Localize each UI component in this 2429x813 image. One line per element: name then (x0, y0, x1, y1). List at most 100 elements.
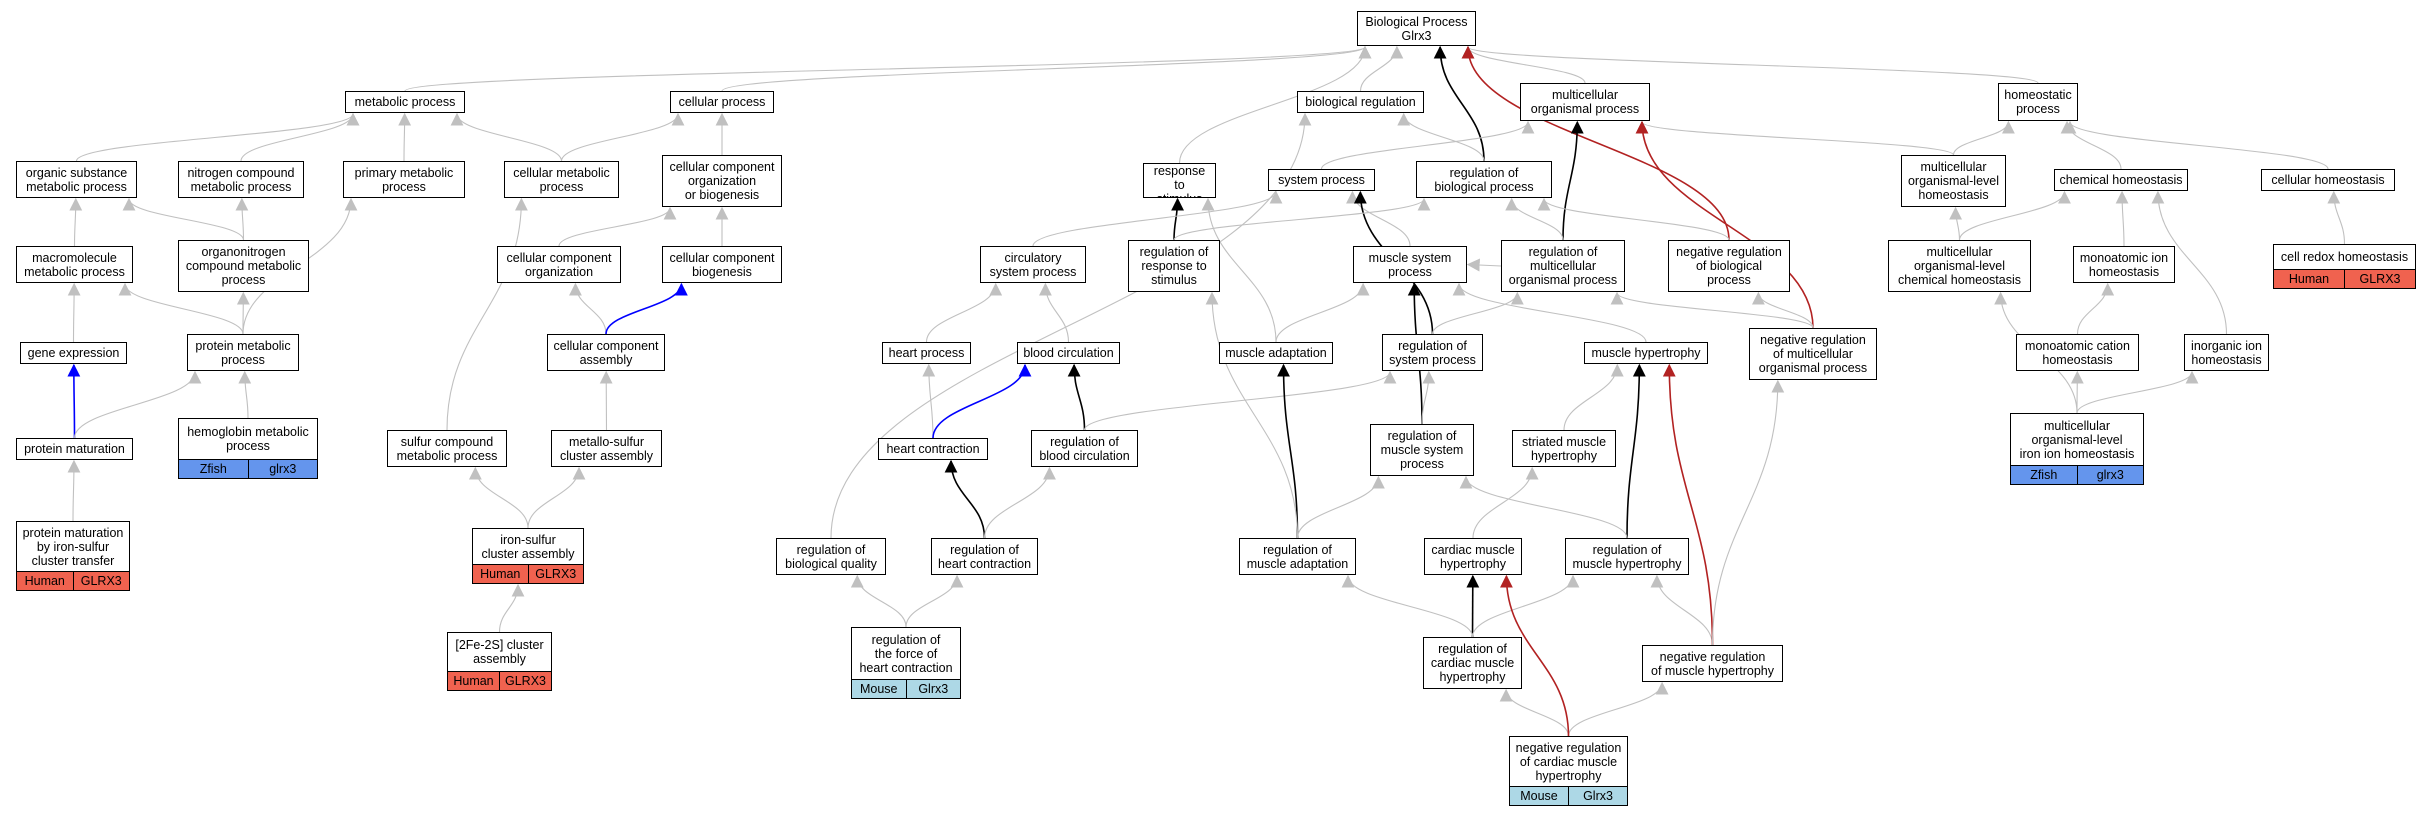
go-term-node-gene-expression[interactable]: gene expression (20, 342, 127, 364)
go-term-node-cellular-metabolic-process[interactable]: cellular metabolic process (504, 161, 619, 198)
go-term-node-macromolecule-metabolic-process[interactable]: macromolecule metabolic process (16, 246, 133, 283)
go-term-node-regulation-of-multicellular-organismal-process[interactable]: regulation of multicellular organismal p… (1501, 240, 1625, 292)
go-term-label: muscle hypertrophy (1591, 346, 1701, 360)
species-tag: Zfish (2011, 466, 2077, 484)
go-term-label: regulation of response to stimulus (1139, 245, 1209, 287)
edge-regforce-to-regbioqual (850, 574, 907, 628)
go-term-node-regulation-of-blood-circulation[interactable]: regulation of blood circulation (1031, 430, 1138, 467)
edge-regbioqual-to-bioreg (830, 112, 1312, 539)
go-term-node-cellular-homeostasis[interactable]: cellular homeostasis (2261, 169, 2395, 191)
go-term-label: primary metabolic process (354, 165, 454, 194)
edge-negregbio-to-regbio (1537, 197, 1730, 241)
go-term-node-chemical-homeostasis[interactable]: chemical homeostasis (2054, 169, 2188, 191)
edge-negregcardiac-to-negregmuscle (1567, 681, 1669, 737)
go-term-label: negative regulation of cardiac muscle hy… (1515, 740, 1622, 783)
go-term-node-multicellular-organismal-level-homeostasis[interactable]: multicellular organismal-level homeostas… (1901, 155, 2006, 207)
edge-heartproc-to-circsys (925, 282, 1003, 343)
edge-chemhomeo-to-homeostatic (2060, 120, 2122, 170)
go-term-node-regulation-of-cardiac-muscle-hypertrophy[interactable]: regulation of cardiac muscle hypertrophy (1423, 637, 1522, 689)
go-term-node-cellular-component-organization[interactable]: cellular component organization (497, 246, 621, 283)
go-term-node-muscle-system-process[interactable]: muscle system process (1353, 246, 1467, 283)
go-term-node-protein-maturation[interactable]: protein maturation (16, 438, 133, 460)
go-term-node-cardiac-muscle-hypertrophy[interactable]: cardiac muscle hypertrophy (1424, 538, 1522, 575)
go-term-node-cellular-process[interactable]: cellular process (670, 91, 774, 113)
go-term-node-muscle-hypertrophy[interactable]: muscle hypertrophy (1584, 342, 1708, 364)
go-term-node-monoatomic-ion-homeostasis[interactable]: monoatomic ion homeostasis (2073, 246, 2175, 283)
go-term-node-protein-maturation-by-iron-sulfur-cluster-transfer[interactable]: protein maturation by iron-sulfur cluste… (16, 521, 130, 591)
go-term-label: biological regulation (1305, 95, 1416, 109)
go-term-node-regulation-of-system-process[interactable]: regulation of system process (1382, 334, 1483, 371)
go-term-node-cellular-component-assembly[interactable]: cellular component assembly (547, 334, 665, 371)
go-term-label: sulfur compound metabolic process (396, 434, 498, 463)
go-term-label: protein maturation (24, 442, 125, 456)
go-term-label: cellular component assembly (553, 338, 659, 367)
edge-protmat-to-protmeta (73, 370, 202, 439)
edge-geneexp-to-macro (67, 282, 81, 343)
edge-regmulti-to-musclesys (1466, 258, 1502, 272)
go-term-node-organic-substance-metabolic-process[interactable]: organic substance metabolic process (16, 161, 137, 198)
go-term-label: muscle adaptation (1225, 346, 1327, 360)
edge-respstim-to-bp (1178, 45, 1372, 164)
go-term-node-inorganic-ion-homeostasis[interactable]: inorganic ion homeostasis (2184, 334, 2269, 371)
gene-tag: GLRX3 (499, 672, 551, 690)
go-term-node-negative-regulation-of-multicellular-organismal-process[interactable]: negative regulation of multicellular org… (1749, 328, 1877, 380)
go-term-label: negative regulation of muscle hypertroph… (1651, 649, 1774, 678)
go-term-node-heart-contraction[interactable]: heart contraction (878, 438, 988, 460)
go-term-node-monoatomic-cation-homeostasis[interactable]: monoatomic cation homeostasis (2016, 334, 2139, 371)
go-term-label: [2Fe-2S] cluster assembly (455, 638, 544, 666)
go-term-node-homeostatic-process[interactable]: homeostatic process (1998, 83, 2078, 121)
go-term-node-negative-regulation-of-biological-process[interactable]: negative regulation of biological proces… (1668, 240, 1790, 292)
edge-regblood-to-regsys (1083, 370, 1397, 431)
go-term-node-regulation-of-biological-process[interactable]: regulation of biological process (1416, 161, 1552, 198)
edge-ccassembly-to-ccorg (568, 282, 607, 335)
go-term-node-negative-regulation-of-cardiac-muscle-hypertrophy[interactable]: negative regulation of cardiac muscle hy… (1509, 736, 1628, 806)
go-term-node-protein-metabolic-process[interactable]: protein metabolic process (187, 334, 299, 371)
go-term-node-regulation-of-biological-quality[interactable]: regulation of biological quality (776, 538, 886, 575)
go-term-label: multicellular organismal-level chemical … (1898, 245, 2021, 287)
go-term-label: regulation of heart contraction (937, 542, 1032, 571)
go-term-node-regulation-of-response-to-stimulus[interactable]: regulation of response to stimulus (1128, 240, 1220, 292)
edge-regbio-to-bioreg (1397, 112, 1485, 162)
edge-striated-to-musclehyper (1563, 363, 1624, 431)
go-term-node-metallo-sulfur-cluster-assembly[interactable]: metallo-sulfur cluster assembly (551, 430, 662, 467)
go-term-node-muscle-adaptation[interactable]: muscle adaptation (1219, 342, 1333, 364)
go-term-label: chemical homeostasis (2059, 173, 2183, 187)
go-term-label: regulation of cardiac muscle hypertrophy (1430, 642, 1515, 684)
go-term-node-negative-regulation-of-muscle-hypertrophy[interactable]: negative regulation of muscle hypertroph… (1642, 645, 1783, 682)
go-term-node-cellular-component-organization-or-biogenesis[interactable]: cellular component organization or bioge… (662, 155, 782, 207)
go-term-node-response-to-stimulus[interactable]: response to stimulus (1143, 163, 1216, 198)
go-term-node-heart-process[interactable]: heart process (882, 342, 971, 364)
go-term-node-biological-regulation[interactable]: biological regulation (1297, 91, 1424, 113)
go-term-node-organonitrogen-compound-metabolic-process[interactable]: organonitrogen compound metabolic proces… (178, 240, 309, 292)
go-term-node-regulation-of-heart-contraction[interactable]: regulation of heart contraction (931, 538, 1038, 575)
go-term-node-nitrogen-compound-metabolic-process[interactable]: nitrogen compound metabolic process (178, 161, 304, 198)
go-term-node-regulation-of-muscle-adaptation[interactable]: regulation of muscle adaptation (1239, 538, 1356, 575)
go-term-node-regulation-of-muscle-hypertrophy[interactable]: regulation of muscle hypertrophy (1565, 538, 1689, 575)
go-term-node-striated-muscle-hypertrophy[interactable]: striated muscle hypertrophy (1512, 430, 1616, 467)
go-term-node-circulatory-system-process[interactable]: circulatory system process (980, 246, 1086, 283)
go-term-node-multicellular-organismal-level-chemical-homeostasis[interactable]: multicellular organismal-level chemical … (1888, 240, 2031, 292)
go-term-node-metabolic-process[interactable]: metabolic process (345, 91, 465, 113)
edge-regmuscleadapt-to-muscleadapt (1277, 363, 1299, 539)
go-term-node-multicellular-organismal-level-iron-ion-homeostasis[interactable]: multicellular organismal-level iron ion … (2010, 413, 2144, 485)
go-term-node-regulation-of-muscle-system-process[interactable]: regulation of muscle system process (1370, 424, 1474, 476)
go-term-node-biological-process-glrx3[interactable]: Biological Process Glrx3 (1357, 11, 1476, 46)
go-term-node-cellular-component-biogenesis[interactable]: cellular component biogenesis (662, 246, 782, 283)
go-term-label: organonitrogen compound metabolic proces… (185, 245, 302, 287)
edge-regblood-to-bloodcirc (1067, 363, 1086, 431)
go-term-node-primary-metabolic-process[interactable]: primary metabolic process (343, 161, 465, 198)
go-term-node-multicellular-organismal-process[interactable]: multicellular organismal process (1520, 83, 1650, 121)
edge-heartcontr-to-bloodcirc (932, 363, 1032, 439)
go-term-node-sulfur-compound-metabolic-process[interactable]: sulfur compound metabolic process (387, 430, 507, 467)
go-term-node-blood-circulation[interactable]: blood circulation (1017, 342, 1120, 364)
go-term-node-system-process[interactable]: system process (1268, 169, 1375, 191)
go-term-node-regulation-of-the-force-of-heart-contraction[interactable]: regulation of the force of heart contrac… (851, 627, 961, 699)
edge-mlhomeo-to-homeostatic (1952, 120, 2015, 156)
